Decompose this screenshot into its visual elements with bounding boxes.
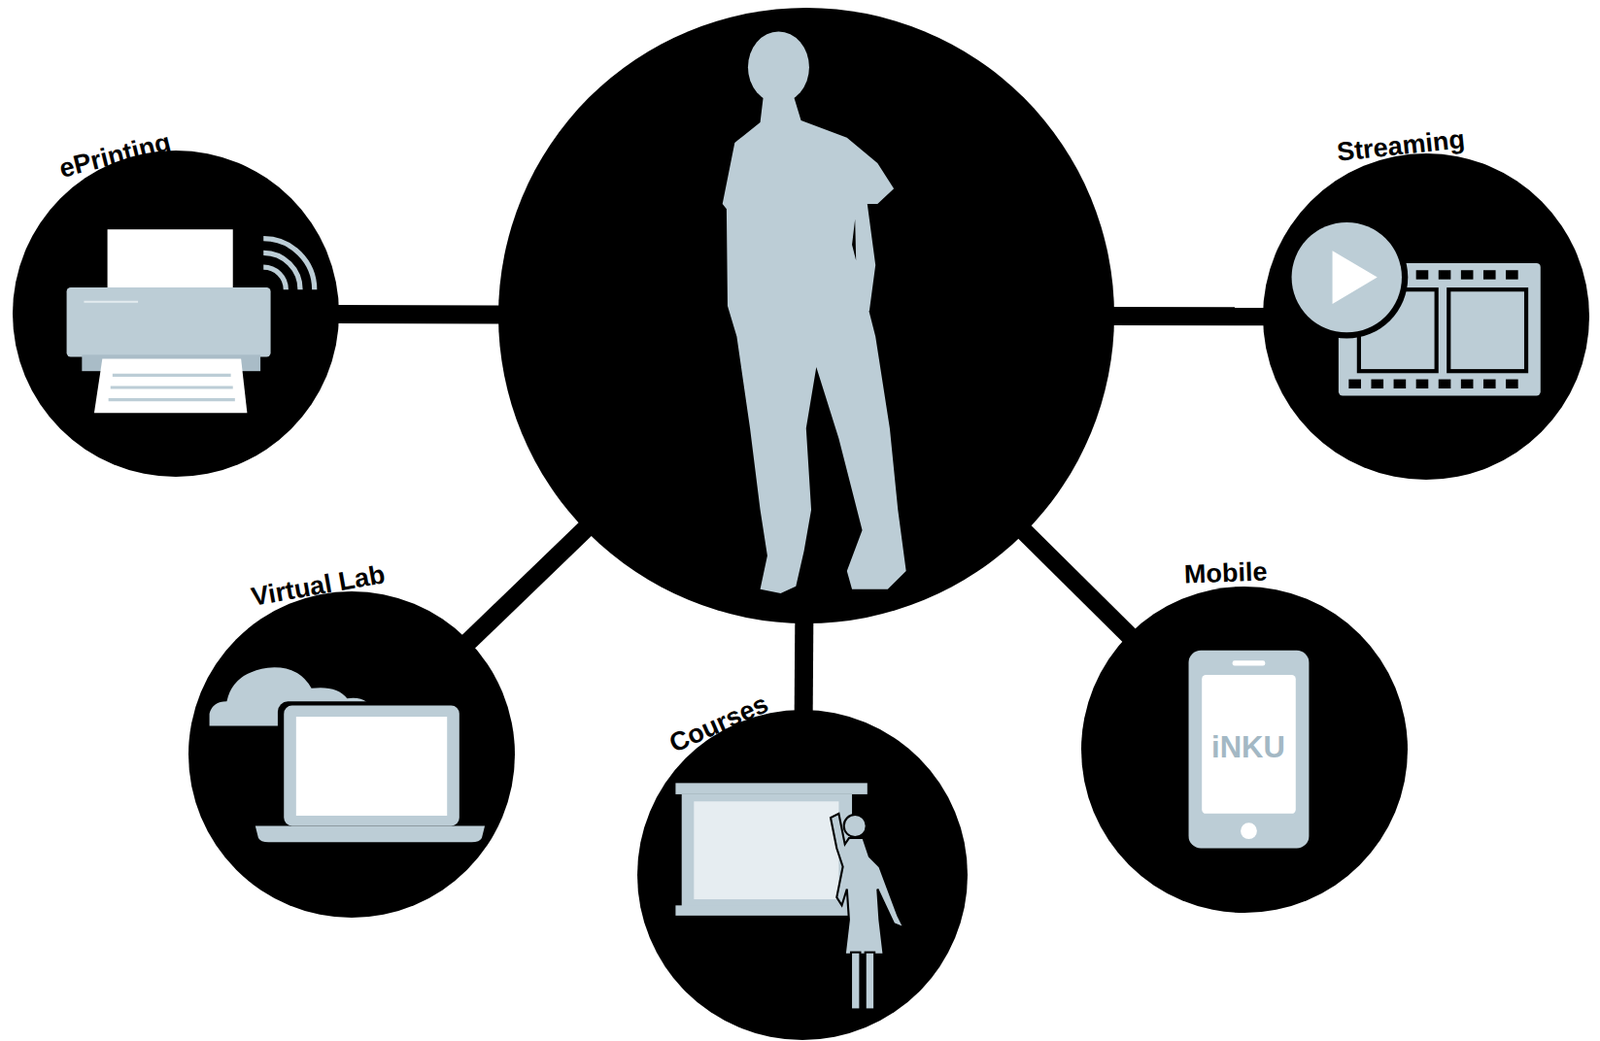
circle-shape: [498, 7, 1115, 624]
text-holder: iNKU: [1211, 730, 1286, 766]
text-holder: Mobile: [1184, 556, 1269, 590]
circle-shape: [637, 710, 968, 1041]
connector-line: [1021, 528, 1133, 640]
screen-label: iNKU: [1211, 730, 1286, 766]
node-circle: MobileiNKU: [1081, 586, 1408, 914]
node-circle: Streaming: [1262, 153, 1590, 480]
node-heading: Mobile: [1184, 556, 1269, 590]
connector-line: [1108, 306, 1269, 326]
node-circle: [498, 7, 1115, 624]
circle-shape: [188, 591, 515, 919]
connector-line: [465, 525, 590, 646]
node-heading: Courses: [664, 688, 773, 759]
text-holder: Virtual Lab: [249, 559, 388, 613]
connector-line: [794, 617, 815, 716]
text-holder: Courses: [664, 688, 773, 759]
node-heading: Streaming: [1335, 124, 1467, 169]
node-heading: ePrinting: [56, 127, 174, 184]
node-circle: Virtual Lab: [188, 591, 515, 919]
connector-line: [333, 305, 505, 325]
text-holder: Streaming: [1335, 124, 1467, 169]
node-heading: Virtual Lab: [249, 559, 388, 613]
text-holder: ePrinting: [56, 127, 174, 184]
circle-shape: [12, 150, 340, 477]
node-circle: ePrinting: [12, 150, 340, 477]
node-circle: Courses: [637, 710, 968, 1041]
circle-shape: [1262, 153, 1590, 480]
